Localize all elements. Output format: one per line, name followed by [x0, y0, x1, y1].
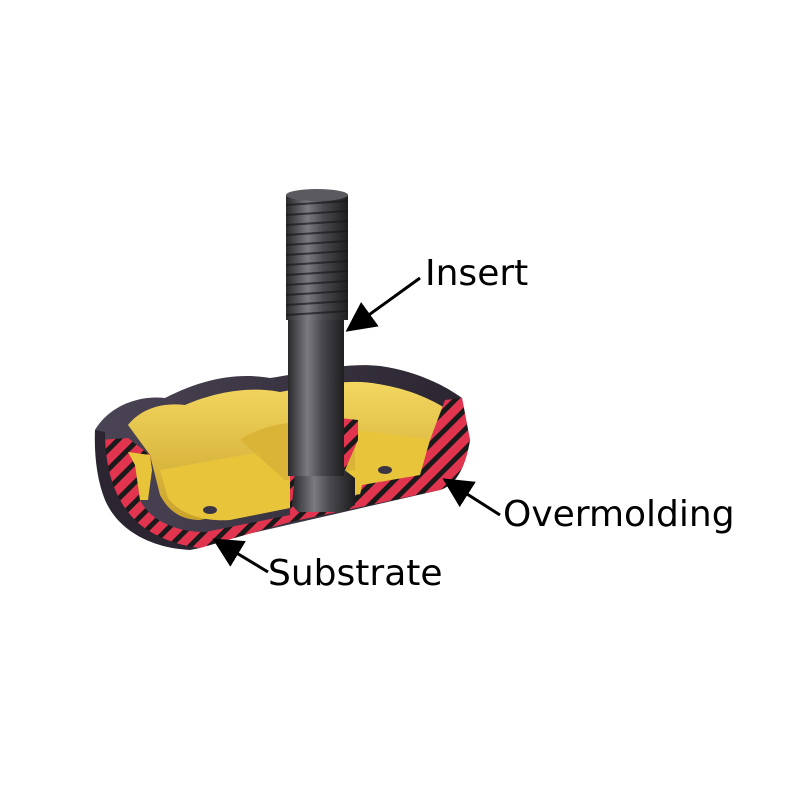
- insert-callout-arrow: [345, 276, 421, 332]
- substrate-label: Substrate: [268, 553, 443, 594]
- peg-hole-right: [378, 466, 392, 474]
- insert-label: Insert: [425, 253, 528, 294]
- substrate-callout-arrow: [212, 538, 269, 574]
- insert-threads: [285, 189, 349, 320]
- substrate-cross-section: [97, 398, 471, 548]
- substrate-left-wall: [128, 452, 152, 500]
- overmolding-left-edge: [94, 430, 200, 550]
- overmolding-callout-arrow: [442, 478, 501, 517]
- peg-hole-left: [203, 506, 217, 514]
- insert-shank: [288, 318, 344, 476]
- overmolding-label: Overmolding: [503, 494, 735, 535]
- insert-hex-head: [292, 468, 355, 512]
